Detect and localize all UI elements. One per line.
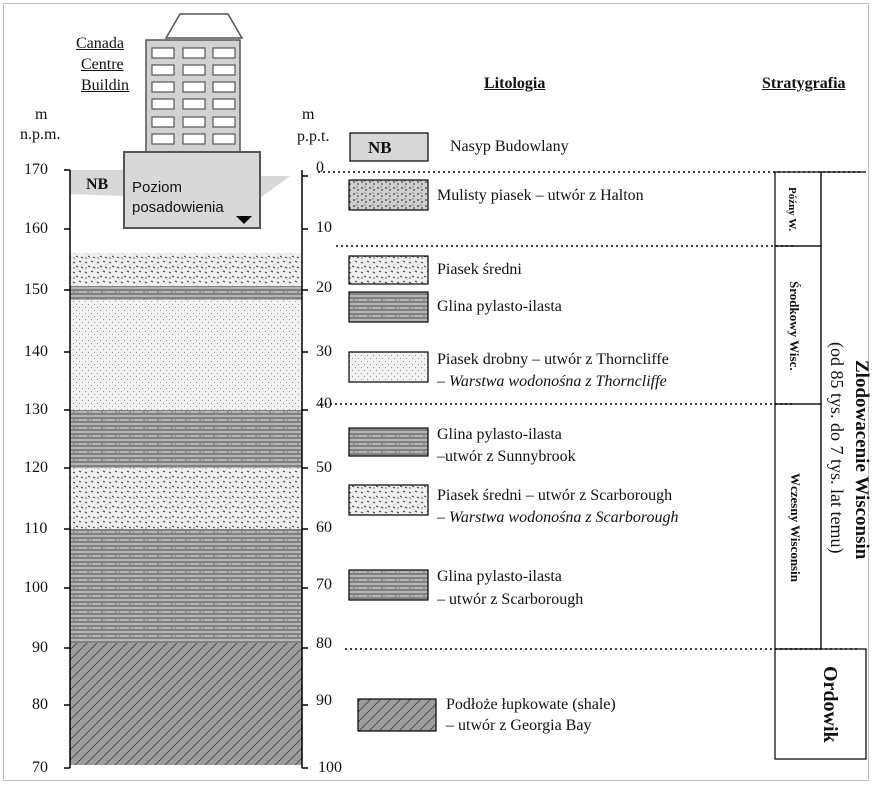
foundation-box — [123, 151, 261, 229]
right-tick: 30 — [316, 343, 332, 360]
legend-item-9: Podłoże łupkowate (shale) — [446, 696, 616, 713]
legend-item-5-line2: – Warstwa wodonośna z Thorncliffe — [437, 373, 667, 390]
legend-item-2: Mulisty piasek – utwór z Halton — [437, 187, 644, 204]
nb-fill-right — [260, 176, 290, 198]
building-graphic — [145, 13, 244, 153]
legend-item-1: Nasyp Budowlany — [450, 138, 569, 155]
left-tick: 80 — [32, 696, 48, 713]
foundation-label-1: Poziom — [132, 179, 183, 196]
building-label-3: Buildin — [81, 77, 130, 94]
left-tick: 150 — [24, 281, 48, 298]
left-unit-m: m — [35, 106, 48, 123]
right-tick: 50 — [316, 459, 332, 476]
legend-item-3: Piasek średni — [437, 261, 522, 278]
foundation-label: Poziom posadowienia — [132, 178, 224, 218]
left-tick: 170 — [24, 161, 48, 178]
right-tick: 100 — [318, 759, 342, 776]
ordovician-label: Ordowik — [819, 665, 841, 743]
strat-late-wisconsin: Późny W. — [786, 186, 798, 231]
glaciation-age: (od 85 tys. do 7 tys. lat temu) — [827, 342, 847, 554]
building-label-1: Canada — [76, 35, 124, 52]
figure-frame — [3, 3, 869, 781]
left-tick: 160 — [24, 220, 48, 237]
legend-item-9-line2: – utwór z Georgia Bay — [446, 717, 592, 734]
left-tick: 110 — [24, 520, 48, 537]
right-tick: 90 — [316, 692, 332, 709]
right-tick: 40 — [316, 395, 332, 412]
right-tick: 10 — [316, 219, 332, 236]
legend-item-6-line2: –utwór z Sunnybrook — [437, 448, 576, 465]
legend-item-8: Glina pylasto-ilasta — [437, 568, 562, 585]
glaciation-title: Zlodowacenie Wisconsin — [851, 360, 872, 560]
left-tick: 120 — [24, 459, 48, 476]
left-unit-npm: n.p.m. — [20, 126, 61, 143]
legend-item-7: Piasek średni – utwór z Scarborough — [437, 487, 673, 504]
left-tick: 130 — [24, 401, 48, 418]
column-nb-label: NB — [86, 176, 109, 193]
right-tick: 20 — [316, 279, 332, 296]
right-tick: 70 — [316, 576, 332, 593]
strat-middle-wisconsin: Środkowy Wisc. — [787, 281, 802, 371]
strat-early-wisconsin: Wczesny Wisconsin — [788, 472, 803, 582]
nb-fill-left — [70, 170, 124, 196]
legend-nb-swatch-label: NB — [368, 138, 392, 157]
stratigraphy-header: Stratygrafia — [762, 75, 846, 92]
right-tick: 0 — [316, 159, 324, 176]
foundation-level-marker-icon — [236, 216, 252, 224]
building-label-2: Centre — [81, 56, 124, 73]
left-tick: 70 — [32, 759, 48, 776]
right-tick: 80 — [316, 635, 332, 652]
lithology-header: Litologia — [484, 75, 546, 92]
right-unit-m: m — [302, 106, 315, 123]
lithology-column — [70, 253, 302, 765]
left-tick: 100 — [24, 579, 48, 596]
left-tick: 90 — [32, 639, 48, 656]
legend-item-8-line2: – utwór z Scarborough — [437, 591, 584, 608]
foundation-label-2: posadowienia — [132, 199, 224, 216]
legend-item-5: Piasek drobny – utwór z Thorncliffe — [437, 351, 669, 368]
legend-item-7-line2: – Warstwa wodonośna z Scarborough — [437, 509, 679, 526]
legend-item-4: Glina pylasto-ilasta — [437, 298, 562, 315]
legend-item-6: Glina pylasto-ilasta — [437, 426, 562, 443]
legend-swatches — [348, 132, 437, 732]
right-unit-ppt: p.p.t. — [297, 128, 330, 145]
left-tick: 140 — [24, 343, 48, 360]
right-tick: 60 — [316, 519, 332, 536]
